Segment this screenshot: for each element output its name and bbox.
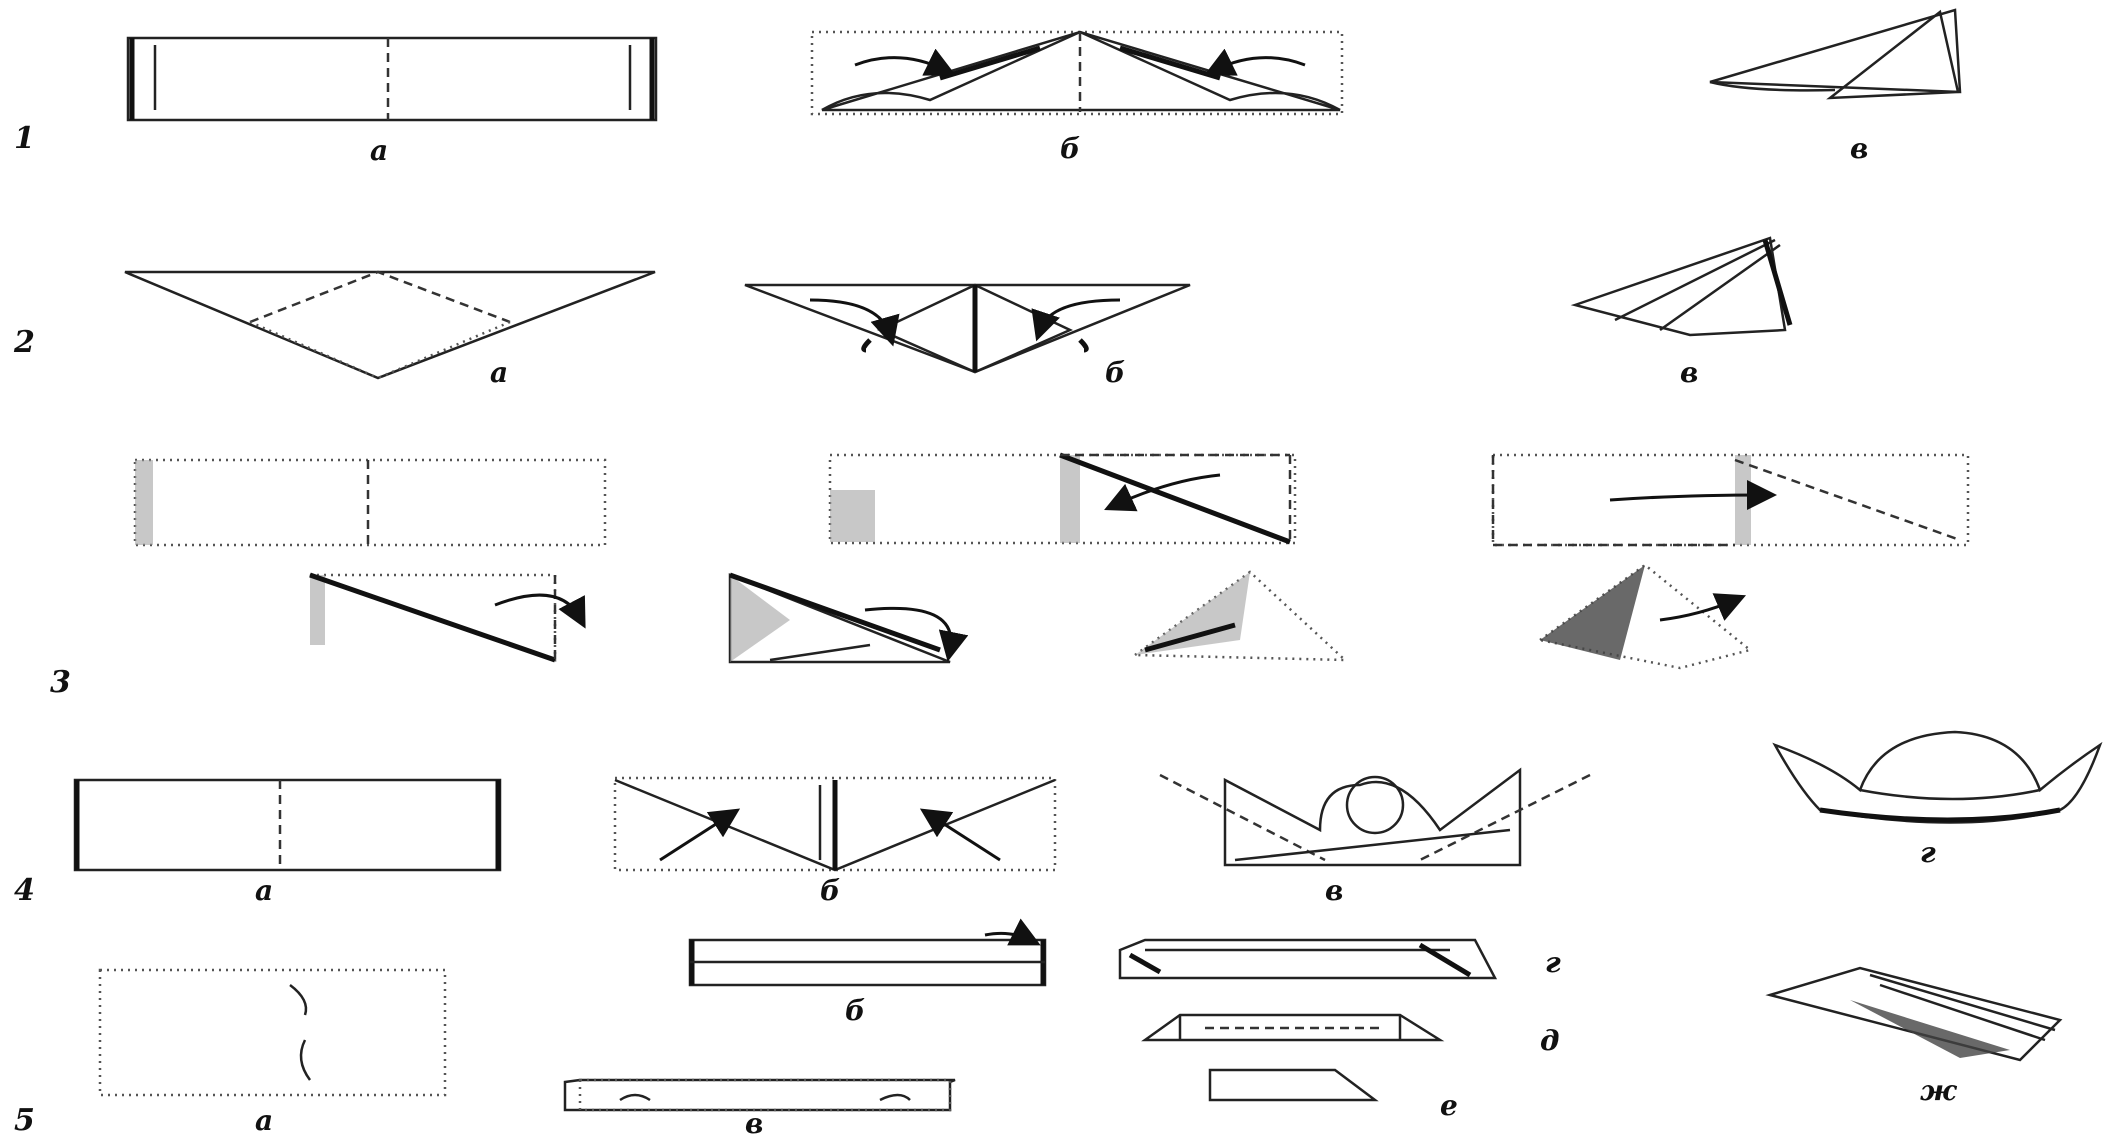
row-4-step-b-label: б	[820, 874, 840, 907]
row-2-number: 2	[13, 325, 35, 360]
row-3-step-7-figure	[1540, 565, 1750, 668]
row-3-number: 3	[50, 665, 71, 700]
row-5-step-g-figure	[1120, 940, 1495, 978]
row-2-step-v-label: в	[1680, 356, 1698, 389]
row-5-number: 5	[14, 1103, 35, 1135]
row-2-step-a-figure	[125, 272, 655, 378]
row-5-step-a-label: а	[255, 1104, 273, 1135]
row-1-step-a-label: а	[370, 134, 388, 167]
row-5-step-e-figure	[1210, 1070, 1375, 1100]
row-3-step-5-figure	[730, 575, 951, 662]
row-4-step-a-figure	[75, 780, 500, 870]
row-5-step-zh-label: ж	[1920, 1074, 1958, 1107]
row-4-number: 4	[14, 873, 35, 908]
row-5-step-a-figure	[100, 970, 445, 1095]
row-1-step-a-figure	[128, 38, 656, 120]
row-3-step-6-figure	[1135, 572, 1345, 660]
row-4-step-g-label: г	[1920, 836, 1936, 869]
row-1-step-v-figure	[1710, 10, 1960, 98]
row-1-step-v-label: в	[1850, 132, 1868, 165]
row-5-step-v-label: в	[745, 1107, 763, 1135]
row-5-step-e-label: е	[1440, 1089, 1458, 1122]
row-5-step-zh-figure	[1770, 968, 2060, 1060]
row-2-step-b-label: б	[1105, 356, 1125, 389]
row-4-step-v-figure	[1160, 770, 1590, 865]
row-1-step-b-label: б	[1060, 132, 1080, 165]
row-3-step-3-figure	[1493, 455, 1968, 545]
row-4-step-v-label: в	[1325, 874, 1343, 907]
row-5-step-b-label: б	[845, 994, 865, 1027]
row-4-step-g-figure	[1775, 732, 2100, 823]
row-5-step-d-label: д	[1540, 1024, 1559, 1057]
row-5-step-d-figure	[1145, 1015, 1440, 1040]
row-3-step-1-figure	[135, 460, 605, 545]
row-2-step-a-label: а	[490, 356, 508, 389]
row-5-step-b-figure	[690, 933, 1045, 985]
row-4-step-b-figure	[615, 778, 1055, 870]
row-2-step-v-figure	[1575, 238, 1790, 335]
row-3-step-4-figure	[310, 575, 580, 660]
row-5-step-g-label: г	[1545, 946, 1561, 979]
row-1-step-b-figure	[812, 32, 1342, 114]
row-3-step-2-figure	[830, 455, 1295, 543]
row-1-number: 1	[14, 121, 35, 156]
row-5-step-v-figure	[565, 1080, 955, 1110]
row-4-step-a-label: а	[255, 874, 273, 907]
